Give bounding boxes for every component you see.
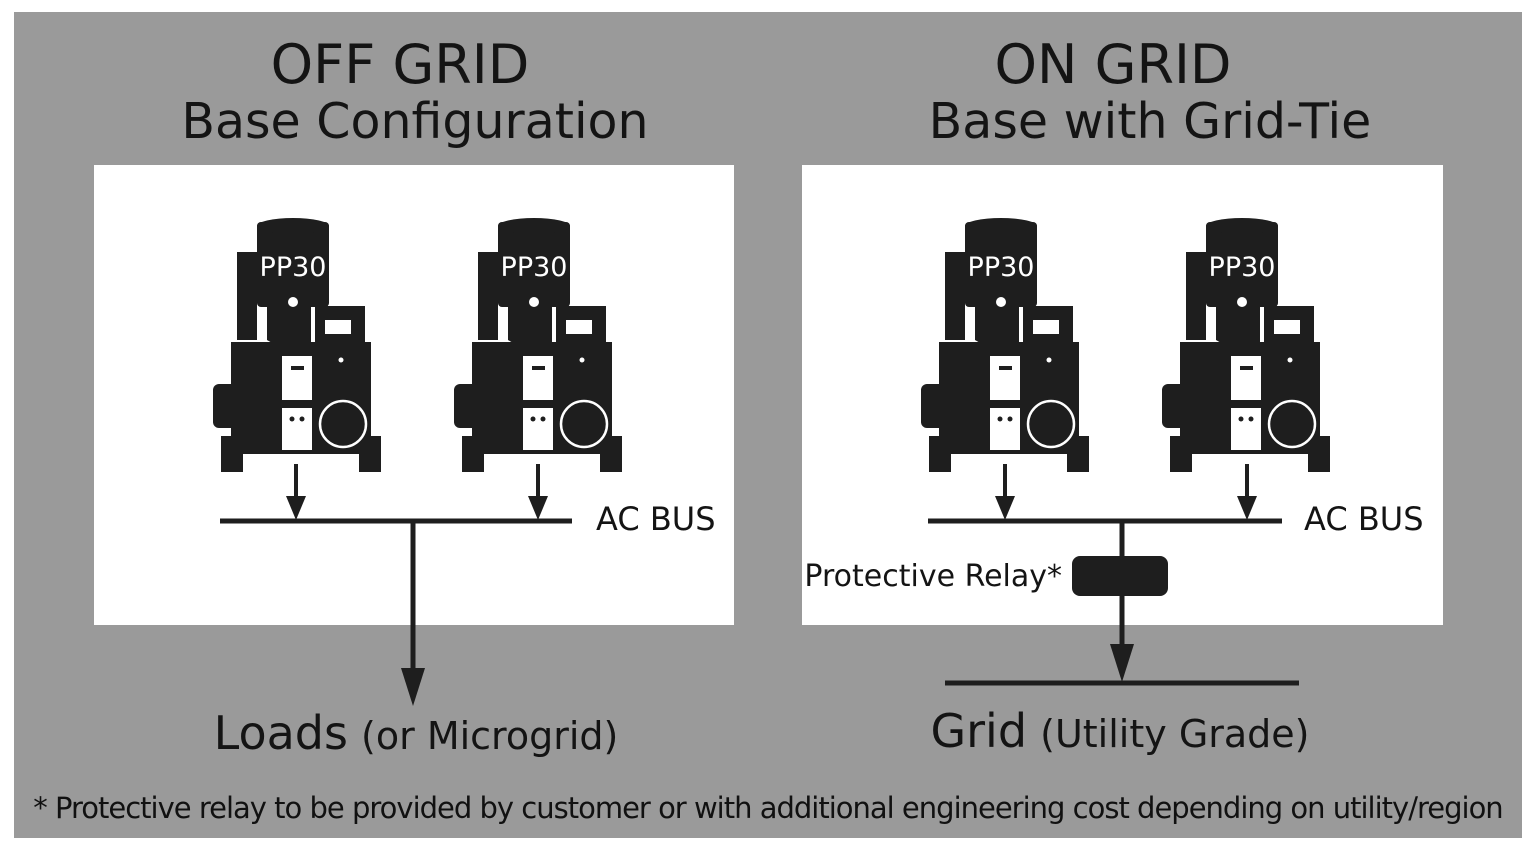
on-grid-feeder-arrow-2 [1237,464,1257,520]
protective-relay [1072,556,1168,596]
off-grid-feeder-arrow-2 [528,464,548,520]
off-grid-output-label: Loads (or Microgrid) [214,706,619,760]
on-grid-unit-2-label: PP30 [1209,252,1276,283]
protective-relay-label: Protective Relay* [804,559,1062,594]
off-grid-unit-1-label: PP30 [260,252,327,283]
on-grid-title: ON GRID [994,33,1232,96]
off-grid-feeder-arrow-1 [286,464,306,520]
off-grid-ac-bus-label: AC BUS [596,500,716,538]
off-grid-subtitle: Base Configuration [181,93,649,150]
off-grid-unit-2-label: PP30 [501,252,568,283]
off-grid-output-arrow [401,521,425,706]
on-grid-feeder-arrow-1 [995,464,1015,520]
footnote: * Protective relay to be provided by cus… [33,791,1503,825]
off-grid-title: OFF GRID [270,33,530,96]
on-grid-output-label: Grid (Utility Grade) [931,704,1310,758]
on-grid-ac-bus-label: AC BUS [1304,500,1424,538]
on-grid-subtitle: Base with Grid-Tie [928,93,1372,150]
on-grid-output-arrow [1110,596,1134,682]
on-grid-unit-1-label: PP30 [968,252,1035,283]
